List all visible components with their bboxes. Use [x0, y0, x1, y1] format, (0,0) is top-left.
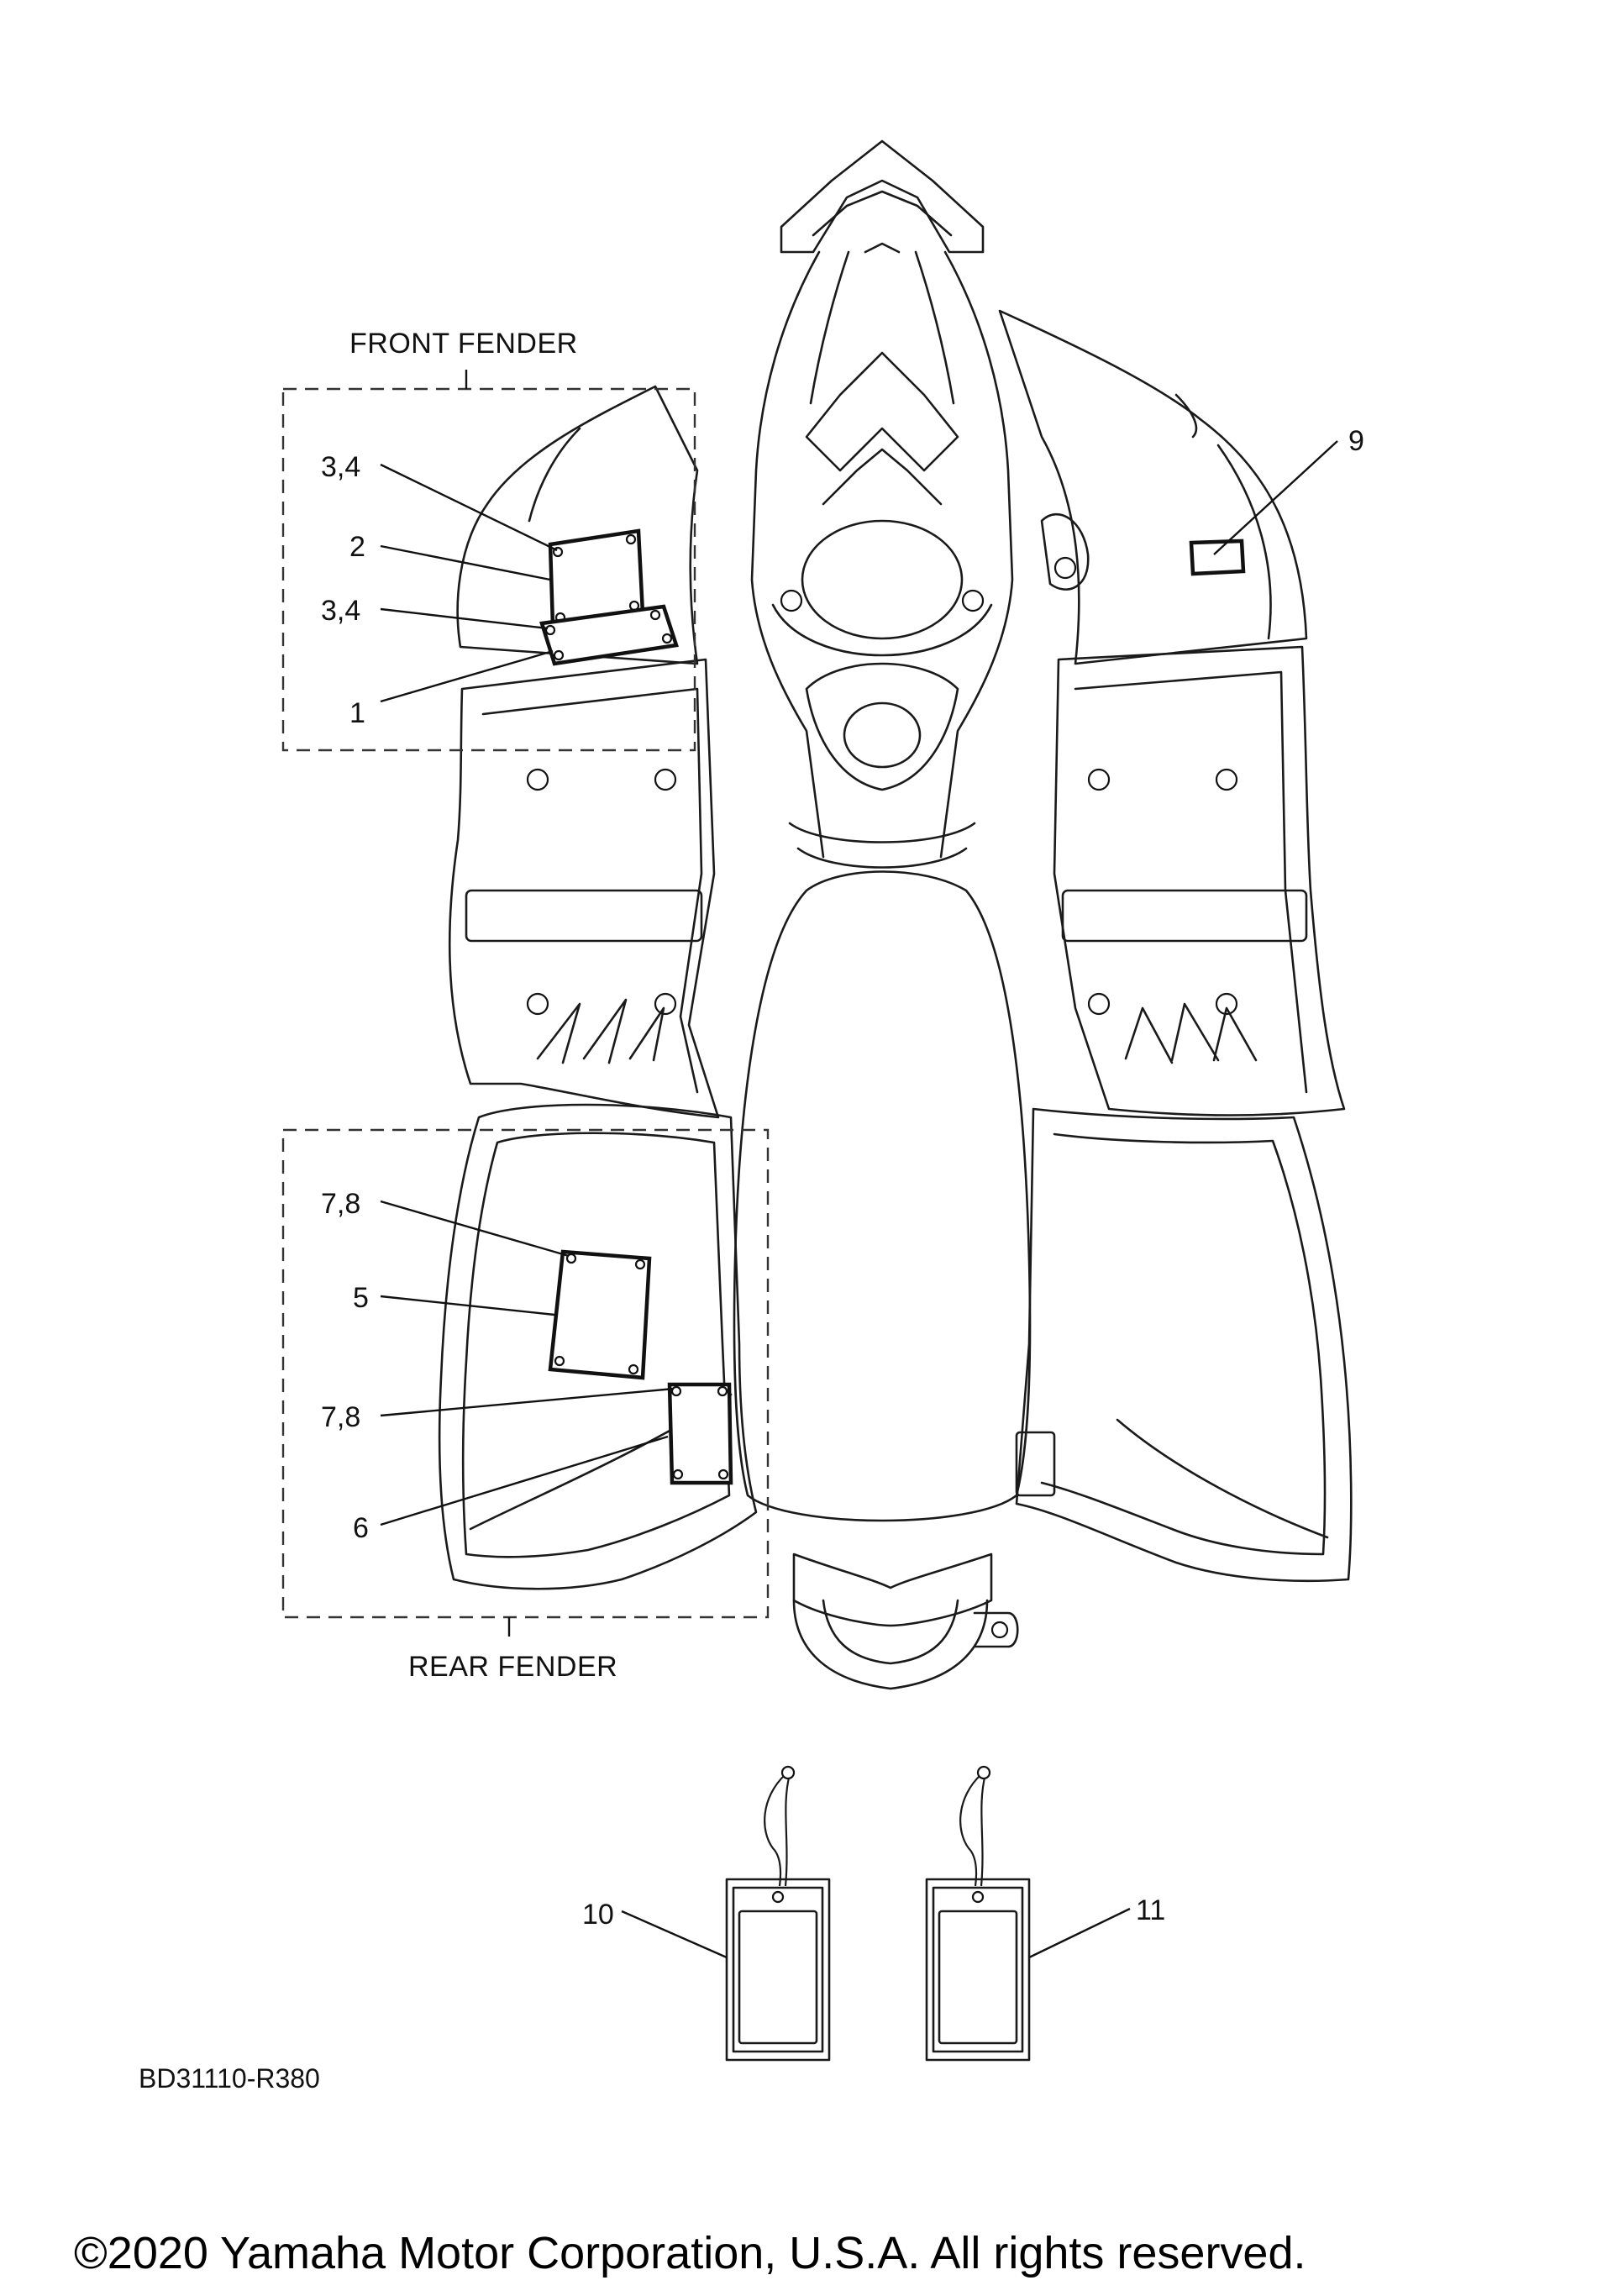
- decal-part-6: [667, 1382, 733, 1485]
- leader-lines: [380, 440, 1338, 1959]
- callout-6: 6: [353, 1512, 369, 1544]
- diagram-code: BD31110-R380: [139, 2063, 320, 2094]
- callout-7-8-rear-lower: 7,8: [321, 1401, 360, 1433]
- callout-9: 9: [1348, 425, 1364, 457]
- tag-part-11: [925, 1765, 1031, 2062]
- callout-10: 10: [582, 1899, 614, 1931]
- callout-1: 1: [349, 697, 365, 729]
- decal-part-5: [548, 1249, 652, 1380]
- rear-fender-label: REAR FENDER: [408, 1651, 617, 1683]
- callout-3-4-front-upper: 3,4: [321, 451, 360, 483]
- front-fender-label: FRONT FENDER: [349, 328, 578, 360]
- callout-11: 11: [1136, 1894, 1165, 1926]
- tag-part-10: [725, 1765, 831, 2062]
- atv-body-outline: [438, 139, 1353, 1690]
- rear-fender-group: REAR FENDER: [281, 1128, 770, 1683]
- callout-7-8-rear-upper: 7,8: [321, 1188, 360, 1220]
- decal-part-9: [1189, 539, 1246, 576]
- callout-5: 5: [353, 1282, 369, 1314]
- copyright-notice: ©2020 Yamaha Motor Corporation, U.S.A. A…: [74, 2228, 1306, 2278]
- callout-2: 2: [349, 531, 365, 563]
- decal-part-1: [539, 604, 679, 666]
- front-fender-group: FRONT FENDER: [281, 328, 696, 752]
- callout-3-4-front-lower: 3,4: [321, 595, 360, 627]
